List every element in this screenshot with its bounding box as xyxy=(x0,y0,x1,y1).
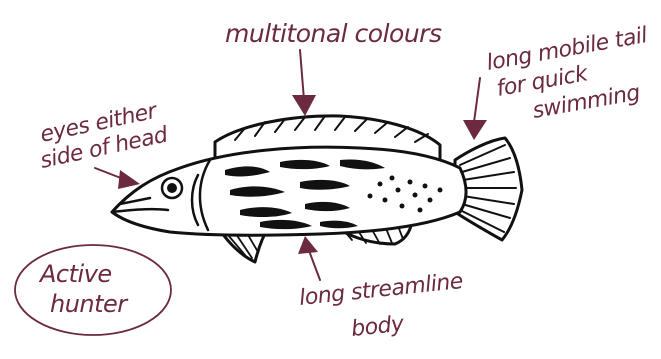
label-body-line2: body xyxy=(350,311,406,341)
arrow-eyes xyxy=(95,168,140,189)
label-active: Active xyxy=(38,260,112,288)
label-multitonal-colours: multitonal colours xyxy=(225,19,442,48)
arrow-colours xyxy=(292,50,316,116)
arrow-body xyxy=(298,236,320,280)
fish-illustration xyxy=(112,116,522,262)
label-body-line1: long streamline xyxy=(298,269,464,311)
fish-eye xyxy=(162,178,182,198)
active-hunter-note: Active hunter xyxy=(15,245,171,335)
arrow-tail xyxy=(463,78,487,140)
label-hunter: hunter xyxy=(50,290,129,318)
